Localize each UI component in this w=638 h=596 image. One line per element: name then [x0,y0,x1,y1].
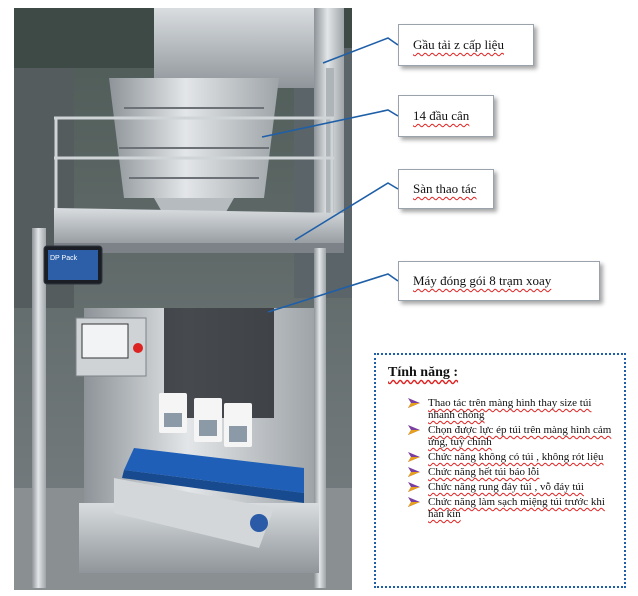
feature-text: Chức năng làm sạch miệng túi trước khi h… [428,496,605,520]
callout-bucket-elevator-label: Gầu tải z cấp liệu [413,37,504,52]
callout-packer: Máy đóng gói 8 trạm xoay [398,261,600,301]
feature-item: Chức năng không có túi , không rót liệu [408,451,618,463]
hmi-brand-label: DP Pack [50,255,78,262]
features-title: Tính năng : [388,365,459,380]
arrow-bullet-icon [408,425,420,435]
feature-text: Chức năng rung đáy túi , vỗ đáy túi [428,481,584,493]
feature-item: Thao tác trên màng hình thay size túi nh… [408,397,618,421]
arrow-bullet-icon [408,482,420,492]
feature-item: Chức năng hết túi báo lỗi [408,466,618,478]
feature-item: Chức năng làm sạch miệng túi trước khi h… [408,496,618,520]
feature-text: Chọn được lực ép túi trên màng hình cảm … [428,424,612,448]
callout-bucket-elevator: Gầu tải z cấp liệu [398,24,534,66]
machine-illustration [14,8,352,590]
features-list: Thao tác trên màng hình thay size túi nh… [408,397,618,523]
callout-weigher-label: 14 đầu cân [413,108,470,123]
feature-item: Chọn được lực ép túi trên màng hình cảm … [408,424,618,448]
arrow-bullet-icon [408,467,420,477]
feature-text: Chức năng hết túi báo lỗi [428,466,540,478]
features-box: Tính năng : Thao tác trên màng hình thay… [374,353,626,588]
feature-text: Thao tác trên màng hình thay size túi nh… [428,397,592,421]
callout-platform: Sàn thao tác [398,169,494,209]
feature-item: Chức năng rung đáy túi , vỗ đáy túi [408,481,618,493]
arrow-bullet-icon [408,497,420,507]
machine-photo [14,8,352,590]
callout-packer-label: Máy đóng gói 8 trạm xoay [413,273,552,288]
arrow-bullet-icon [408,398,420,408]
callout-weigher: 14 đầu cân [398,95,494,137]
callout-platform-label: Sàn thao tác [413,181,477,196]
arrow-bullet-icon [408,452,420,462]
feature-text: Chức năng không có túi , không rót liệu [428,451,604,463]
